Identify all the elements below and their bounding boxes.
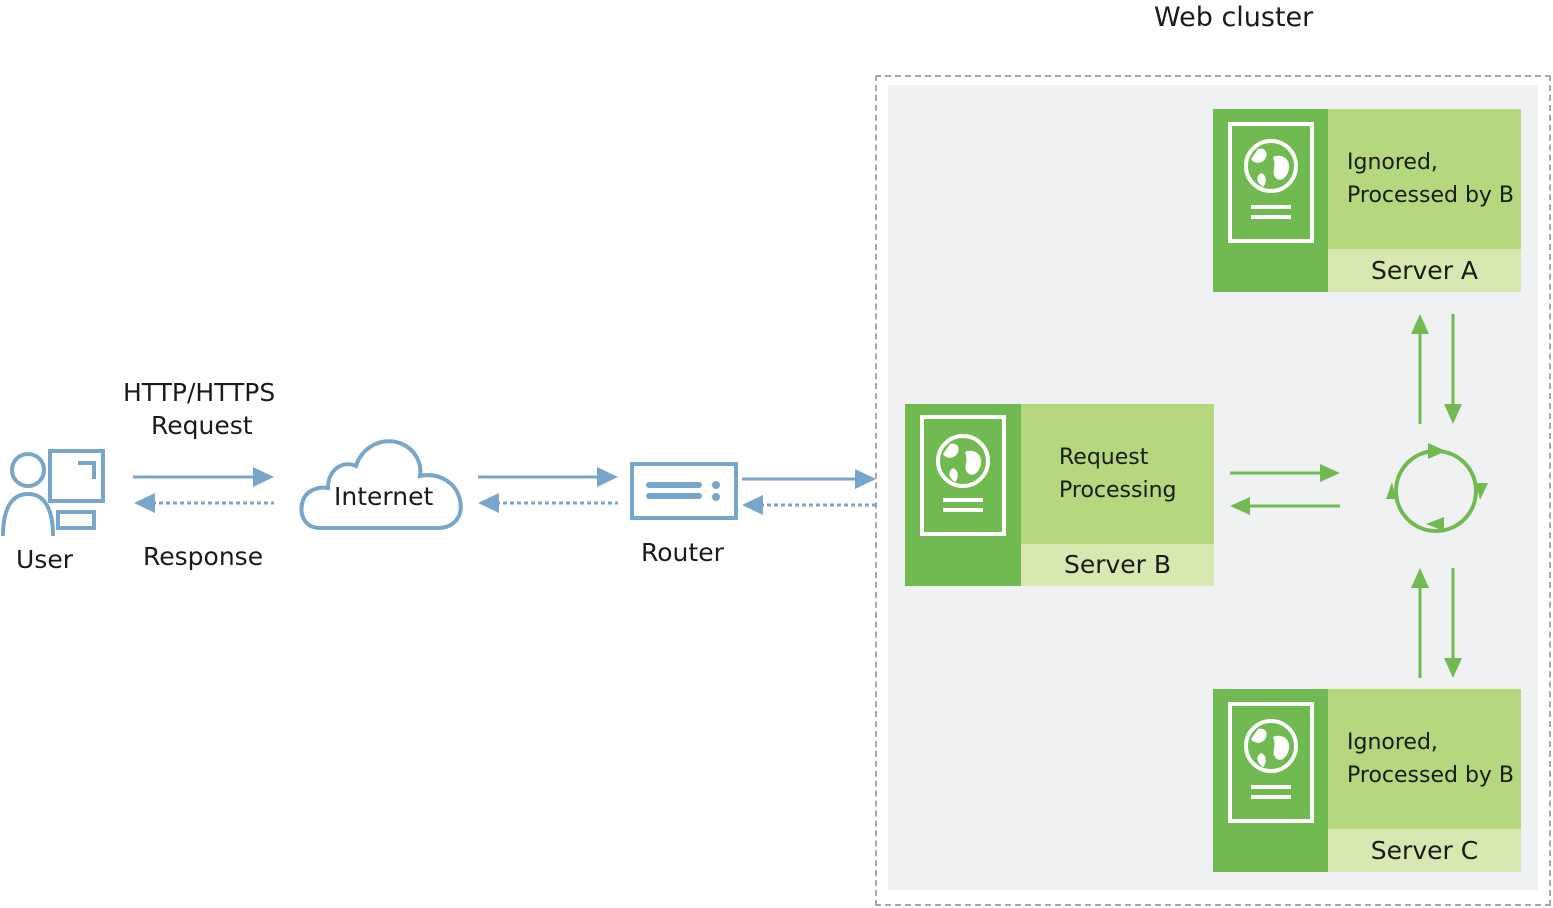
server-b-icon-panel [905, 404, 1021, 586]
server-b-name: Server B [1021, 544, 1214, 586]
cluster-title: Web cluster [1154, 2, 1314, 33]
server-a: Ignored, Processed by B Server A [1213, 109, 1521, 292]
user-computer-icon [1, 449, 105, 537]
router-label: Router [641, 538, 724, 567]
server-a-desc-line1: Ignored, [1347, 150, 1438, 175]
server-b-description-panel: Request Processing [1021, 404, 1214, 544]
server-c-description-panel: Ignored, Processed by B [1328, 689, 1521, 829]
request-arrows [133, 467, 876, 489]
sync-cycle-icon [1386, 443, 1488, 533]
server-a-description-panel: Ignored, Processed by B [1328, 109, 1521, 249]
server-b-desc-line2: Processing [1059, 478, 1177, 503]
response-label: Response [143, 542, 264, 571]
cloud-icon [299, 439, 463, 530]
server-a-desc-line2: Processed by B [1347, 183, 1515, 208]
response-arrows [134, 493, 876, 515]
server-c: Ignored, Processed by B Server C [1213, 689, 1521, 872]
server-c-icon-panel [1213, 689, 1328, 872]
request-label-line1: HTTP/HTTPS [123, 378, 276, 407]
web-server-icon [1228, 702, 1314, 823]
server-c-desc-line1: Ignored, [1347, 730, 1438, 755]
request-label-line2: Request [151, 411, 253, 440]
internet-label: Internet [334, 482, 434, 511]
user-label: User [16, 545, 73, 574]
server-c-desc-line2: Processed by B [1347, 763, 1515, 788]
web-server-icon [920, 415, 1006, 536]
server-a-icon-panel [1213, 109, 1328, 292]
router-icon [630, 462, 738, 520]
cluster-sync-arrows [1230, 314, 1462, 678]
server-b: Request Processing Server B [905, 404, 1214, 586]
web-server-icon [1228, 122, 1314, 243]
server-b-desc-line1: Request [1059, 445, 1149, 470]
server-a-name: Server A [1328, 249, 1521, 292]
web-cluster-frame [875, 75, 1551, 906]
server-c-name: Server C [1328, 829, 1521, 872]
